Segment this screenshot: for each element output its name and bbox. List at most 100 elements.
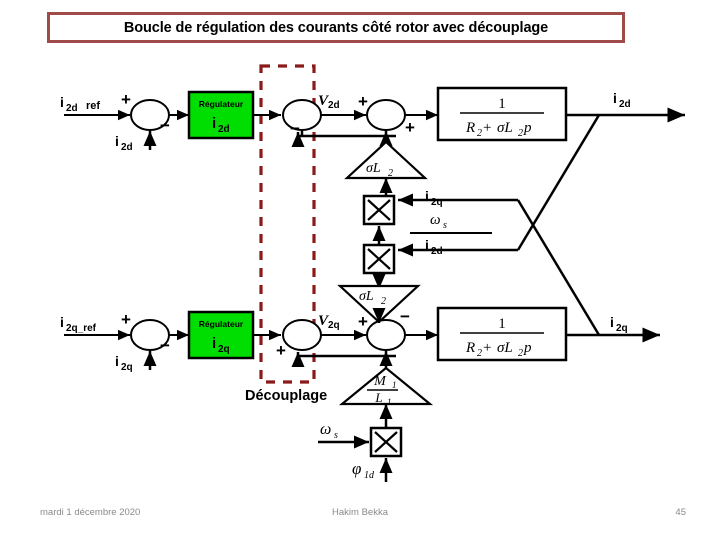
signal-label-i2d-cross: i 2d (425, 237, 443, 257)
svg-text:1: 1 (387, 397, 392, 407)
svg-text:ref: ref (86, 100, 100, 112)
signal-label-i2q-cross: i 2q (425, 188, 443, 208)
svg-text:1: 1 (392, 380, 397, 390)
decoupling-region (259, 64, 316, 384)
svg-text:i: i (425, 237, 429, 253)
plant-q-numerator: 1 (498, 316, 506, 332)
wire-feedback-i2d-diagonal (516, 114, 601, 251)
svg-text:V: V (318, 313, 330, 329)
svg-text:2: 2 (477, 348, 482, 359)
svg-text:2: 2 (477, 128, 482, 139)
svg-text:i: i (115, 353, 119, 369)
svg-text:2d: 2d (121, 142, 133, 153)
signal-label-omega-s-bottom: ω s (320, 421, 338, 441)
page-title: Boucle de régulation des courants côté r… (123, 19, 549, 36)
output-label-i2d: i 2d (613, 90, 631, 110)
gain-triangle-sigmaL2-lower: σL 2 (337, 284, 421, 324)
slide-footer: mardi 1 décembre 2020 Hakim Bekka 45 (0, 505, 720, 527)
sum1-q-plus: + (121, 310, 131, 329)
signal-label-v2d: V 2d (318, 93, 340, 111)
svg-text:2d: 2d (619, 99, 631, 110)
wire-decouple-into-sum2-q (291, 352, 396, 367)
svg-text:+: + (483, 340, 491, 356)
footer-author: Hakim Bekka (332, 507, 388, 518)
svg-text:i: i (610, 314, 614, 330)
svg-text:i: i (212, 115, 216, 132)
signal-label-v2q: V 2q (318, 313, 340, 331)
svg-text:2d: 2d (218, 124, 230, 135)
wire-feedback-i2q-diagonal (516, 199, 601, 336)
svg-text:σL: σL (497, 340, 513, 356)
svg-text:2: 2 (388, 168, 393, 179)
multiplier-omega-phi[interactable] (369, 426, 403, 458)
svg-text:i: i (115, 133, 119, 149)
regulator-block-i2q[interactable] (187, 310, 255, 360)
svg-text:R: R (465, 120, 475, 136)
plant-q-denominator: R 2 + σL 2 p (465, 340, 532, 359)
signal-label-phi-1d: φ 1d (352, 459, 375, 481)
svg-text:φ: φ (352, 459, 361, 478)
input-label-i2d-ref: i 2d ref (60, 94, 100, 114)
svg-text:ω: ω (430, 212, 441, 228)
svg-text:i: i (60, 314, 64, 330)
slide-title-box: Boucle de régulation des courants côté r… (47, 12, 625, 43)
output-label-i2q: i 2q (610, 314, 628, 334)
regulator-i2q-title: Régulateur (199, 319, 244, 329)
svg-text:1d: 1d (364, 470, 375, 481)
svg-text:p: p (523, 120, 532, 136)
svg-text:i: i (425, 188, 429, 204)
svg-text:2q: 2q (218, 344, 230, 355)
svg-text:2d: 2d (431, 246, 443, 257)
svg-text:L: L (374, 390, 382, 405)
sum-junction-2-q (282, 319, 322, 351)
control-block-diagram: Découplage i 2d ref + − i 2d Régulateur … (60, 64, 685, 482)
svg-text:2d: 2d (66, 103, 78, 114)
svg-text:2q_ref: 2q_ref (66, 323, 97, 334)
sum3-d-plus-right: + (405, 118, 415, 137)
svg-text:2q: 2q (328, 320, 340, 331)
sum1-d-plus: + (121, 90, 131, 109)
sum-junction-2-d (282, 99, 322, 131)
svg-text:i: i (60, 94, 64, 110)
svg-text:ω: ω (320, 421, 331, 438)
gain-triangle-m1-over-l1: M 1 L 1 (338, 366, 434, 407)
plant-d-denominator: R 2 + σL 2 p (465, 120, 532, 139)
svg-text:2q: 2q (121, 362, 133, 373)
sum2-d-minus: − (290, 119, 300, 138)
svg-text:σL: σL (497, 120, 513, 136)
sum1-q-minus: − (160, 336, 170, 355)
svg-text:M: M (373, 374, 387, 389)
signal-label-omega-s: ω s (430, 212, 447, 231)
sum2-q-plus: + (276, 341, 286, 360)
svg-text:2: 2 (381, 296, 386, 307)
svg-text:i: i (613, 90, 617, 106)
svg-text:s: s (334, 430, 338, 441)
svg-text:2q: 2q (431, 197, 443, 208)
regulator-i2q-subject: i 2q (212, 335, 230, 355)
decoupling-label: Découplage (245, 388, 327, 404)
svg-text:σL: σL (366, 161, 381, 176)
sum-junction-3-d (366, 99, 406, 131)
sum3-q-plus-left: + (358, 312, 368, 331)
sum1-d-minus: − (160, 116, 170, 135)
sum3-d-plus-left: + (358, 92, 368, 111)
svg-text:p: p (523, 340, 532, 356)
feedback-label-i2d: i 2d (115, 133, 133, 153)
plant-block-d[interactable] (436, 86, 568, 142)
svg-text:V: V (318, 93, 330, 109)
regulator-i2d-title: Régulateur (199, 99, 244, 109)
svg-text:2d: 2d (328, 100, 340, 111)
feedback-label-i2q: i 2q (115, 353, 133, 373)
multiplier-i2d-omega[interactable] (362, 243, 396, 275)
wire-decouple-into-sum2-d (291, 132, 396, 147)
regulator-i2d-subject: i 2d (212, 115, 230, 135)
sum3-q-minus-right: − (400, 307, 410, 326)
gain-triangle-sigmaL2-upper: σL 2 (344, 140, 428, 180)
svg-text:s: s (443, 220, 447, 231)
multiplier-i2q-omega[interactable] (362, 194, 396, 226)
plant-block-q[interactable] (436, 306, 568, 362)
footer-page-number: 45 (675, 507, 686, 518)
svg-text:2: 2 (518, 348, 523, 359)
svg-text:i: i (212, 335, 216, 352)
